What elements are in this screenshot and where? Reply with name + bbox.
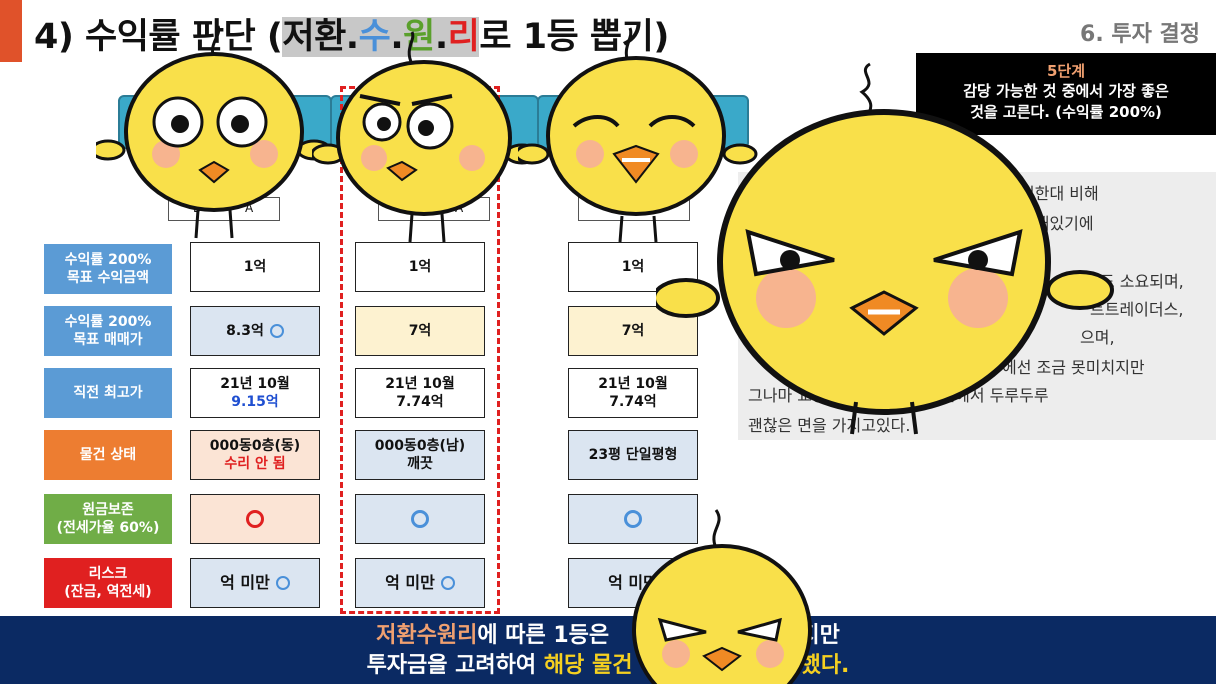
note-line: 치한대 비해	[1020, 184, 1099, 203]
chick-illustration	[632, 509, 812, 684]
row-label-target-price: 수익률 200%목표 매매가	[44, 306, 172, 356]
bottom-conclusion-bar: 저환수원리에 따른 1등은이지만 투자금을 고려하여 해당 물건기로 했다.	[0, 616, 1216, 684]
chick-illustration	[312, 31, 540, 243]
accent-bar	[0, 0, 22, 62]
note-line: 괜찮은 면을 가지고있다.	[748, 416, 911, 435]
cell-principal-2	[355, 494, 485, 544]
row-label-condition: 물건 상태	[44, 430, 172, 480]
cell-profit-2: 1억	[355, 242, 485, 292]
section-label: 6. 투자 결정	[1080, 22, 1200, 47]
cell-price-1: 8.3억	[190, 306, 320, 356]
note-line: 에선 조금 못미치지만	[1002, 358, 1145, 377]
chick-illustration	[518, 27, 758, 243]
circle-mark-icon	[411, 510, 429, 528]
note-line: 도 소요되며,	[1100, 272, 1184, 291]
row-label-risk: 리스크(잔금, 역전세)	[44, 558, 172, 608]
cell-principal-3	[568, 494, 698, 544]
slide-title: 4) 수익률 판단 (저환.수.원.리로 1등 뽑기)	[34, 17, 669, 57]
row-label-target-profit: 수익률 200%목표 수익금액	[44, 244, 172, 294]
chick-illustration	[656, 62, 1114, 435]
chick-illustration	[96, 25, 332, 239]
note-line: 으며,	[1080, 328, 1115, 347]
cell-condition-1: 000동0층(동)수리 안 됨	[190, 430, 320, 480]
circle-mark-icon	[275, 576, 290, 590]
cell-profit-1: 1억	[190, 242, 320, 292]
cell-condition-3: 23평 단일평형	[568, 430, 698, 480]
circle-mark-icon	[269, 324, 284, 338]
cell-principal-1	[190, 494, 320, 544]
note-line: 트트레이더스,	[1090, 300, 1184, 319]
row-label-recent-high: 직전 최고가	[44, 368, 172, 418]
cell-condition-2: 000동0층(남)깨끗	[355, 430, 485, 480]
cell-risk-1: 억 미만	[190, 558, 320, 608]
cell-price-2: 7억	[355, 306, 485, 356]
row-label-principal: 원금보존(전세가율 60%)	[44, 494, 172, 544]
step-callout: 5단계 감당 가능한 것 중에서 가장 좋은 것을 고른다. (수익률 200%…	[916, 53, 1216, 135]
circle-mark-icon	[246, 510, 264, 528]
cell-risk-2: 억 미만	[355, 558, 485, 608]
circle-mark-icon	[440, 576, 455, 590]
circle-mark-icon	[624, 510, 642, 528]
